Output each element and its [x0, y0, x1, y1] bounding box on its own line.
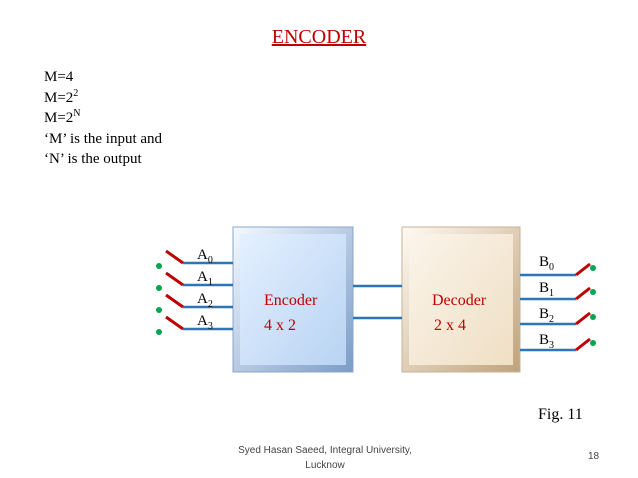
- output-dot-b3: [590, 340, 596, 346]
- input-dot-a2: [156, 307, 162, 313]
- output-label-b2: B2: [539, 306, 554, 325]
- input-label-a3: A3: [197, 313, 213, 332]
- encoder-size: 4 x 2: [264, 317, 296, 334]
- decoder-size: 2 x 4: [434, 317, 466, 334]
- output-label-b1: B1: [539, 280, 554, 299]
- slide-title: ENCODER: [271, 26, 367, 48]
- input-dot-a1: [156, 285, 162, 291]
- input-label-a2: A2: [197, 291, 213, 310]
- param-line-5: ‘N’ is the output: [44, 151, 142, 167]
- input-switches: [156, 249, 184, 335]
- input-switch-a1: [156, 271, 184, 291]
- output-label-b0: B0: [539, 254, 554, 273]
- input-switch-a2: [156, 293, 184, 313]
- output-dot-b1: [590, 289, 596, 295]
- footer-author: Syed Hasan Saeed, Integral University, L…: [238, 445, 412, 471]
- page-number: 18: [588, 451, 600, 462]
- decoder-name: Decoder: [432, 292, 487, 309]
- input-label-a0: A0: [197, 247, 213, 266]
- output-switch-b1: [575, 286, 596, 301]
- output-switch-b3: [575, 337, 596, 352]
- input-dot-a0: [156, 263, 162, 269]
- output-label-b3: B3: [539, 332, 554, 351]
- input-label-a1: A1: [197, 269, 213, 288]
- decoder-block: Decoder 2 x 4: [401, 226, 521, 373]
- figure-label: Fig. 11: [538, 406, 583, 423]
- output-dot-b2: [590, 314, 596, 320]
- param-line-1: M=4: [44, 69, 74, 85]
- param-line-2: M=22: [44, 87, 79, 106]
- output-switch-b0: [575, 262, 596, 277]
- encoder-block: Encoder 4 x 2: [232, 226, 354, 373]
- input-switch-a3: [156, 315, 184, 335]
- param-line-4: ‘M’ is the input and: [44, 130, 163, 147]
- encoder-name: Encoder: [264, 292, 318, 309]
- output-switches: [575, 262, 596, 352]
- output-switch-b2: [575, 311, 596, 326]
- input-dot-a3: [156, 329, 162, 335]
- input-switch-a0: [156, 249, 184, 269]
- parameter-notes: M=4 M=22 M=2N ‘M’ is the input and ‘N’ i…: [44, 67, 162, 170]
- param-line-3: M=2N: [44, 108, 81, 127]
- output-dot-b0: [590, 265, 596, 271]
